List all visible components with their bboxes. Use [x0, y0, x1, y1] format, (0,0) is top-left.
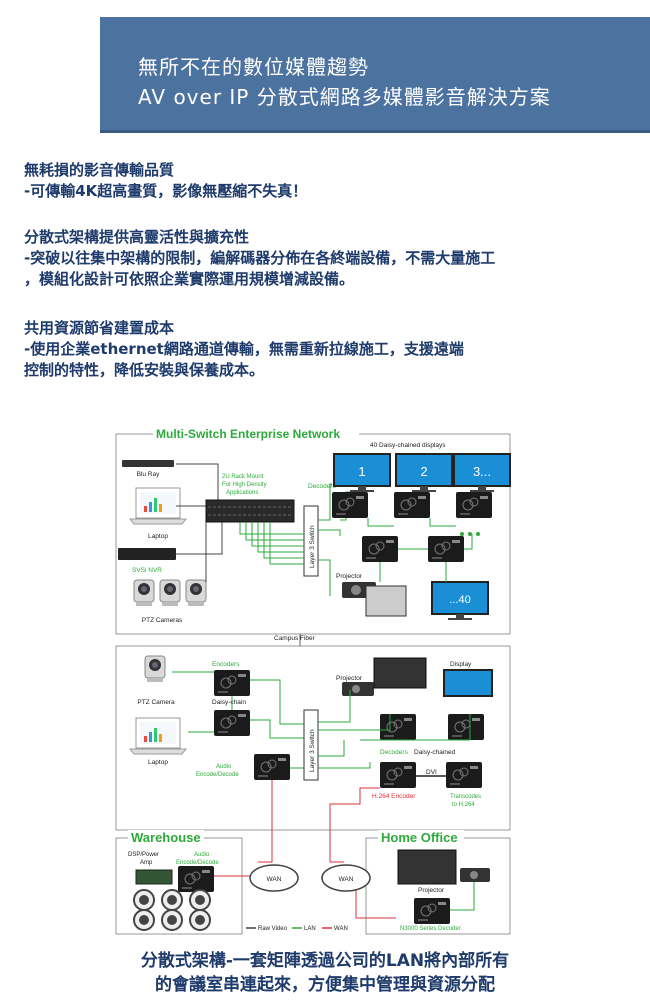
transcoder-unit: [445, 761, 483, 789]
speaker-icon: [133, 909, 155, 931]
wan-label: WAN: [267, 876, 282, 883]
ptz-camera-icon: [185, 579, 207, 607]
h264-encoder-label: H.264 Encoder: [372, 793, 416, 800]
legend-lan: LAN: [304, 926, 316, 932]
display-40-label: ...40: [449, 594, 470, 606]
dsp-amp-label: Amp: [140, 860, 153, 866]
warehouse-title: Warehouse: [131, 830, 201, 845]
projector-label-top: Projector: [336, 573, 363, 580]
n3000-label: N3000 Series Decoder: [400, 926, 461, 932]
section-title: 無耗損的影音傳輸品質: [24, 161, 175, 179]
wan-label: WAN: [339, 876, 354, 883]
audio-label: Audio: [216, 764, 232, 770]
decoder-unit: [379, 713, 417, 741]
ptz-camera-icon: [144, 655, 166, 683]
decoder-unit: [331, 491, 369, 519]
audio-encoder-unit: [253, 753, 291, 781]
laptop-label: Laptop: [148, 533, 168, 540]
dsp-amp-label: DSP/Power: [128, 852, 159, 858]
transcodes-label: to H.264: [452, 802, 475, 808]
header-title: 無所不在的數位媒體趨勢: [138, 55, 369, 79]
display-number: 3...: [473, 464, 491, 479]
decoder-unit: [427, 535, 465, 563]
decoders-label: Decoders: [308, 483, 337, 490]
blu-ray-label: Blu Ray: [137, 471, 161, 478]
dsp-amp: [135, 869, 173, 885]
campus-fiber-label: Campus Fiber: [274, 635, 316, 642]
dvi-label: DVI: [426, 769, 437, 776]
section-quality: 無耗損的影音傳輸品質 -可傳輸4K超高畫質，影像無壓縮不失真！: [24, 160, 307, 202]
section-title: 分散式架構提供高靈活性與擴充性: [24, 228, 250, 246]
projector-screen: [365, 585, 407, 617]
rack-mount-label: For High Density: [222, 482, 267, 488]
decoder-unit: [361, 535, 399, 563]
speaker-icon: [161, 889, 183, 911]
section-line: 控制的特性，降低安裝與保養成本。: [24, 361, 265, 379]
projector-label-campus: Projector: [336, 675, 363, 682]
layer3-switch-label: Layer 3 Switch: [309, 729, 316, 772]
rack-mount-label: Applications: [226, 490, 258, 496]
decoder-unit: [393, 491, 431, 519]
display-campus: [443, 669, 493, 697]
h264-encoder-unit: [379, 761, 417, 789]
ptz-cameras-label: PTZ Cameras: [142, 617, 183, 624]
ptz-camera-icon: [133, 579, 155, 607]
rack-mount-label: 2U Rack Mount: [222, 474, 264, 480]
warehouse-audio-label: Encode/Decode: [176, 860, 219, 866]
enterprise-title: Multi-Switch Enterprise Network: [156, 427, 340, 441]
display-number: 2: [420, 464, 427, 479]
speaker-icon: [133, 889, 155, 911]
home-office-screen: [397, 849, 457, 885]
laptop-icon: [129, 717, 187, 755]
daisy-chain-label: Daisy-chain: [212, 699, 246, 706]
laptop-label: Laptop: [148, 759, 168, 766]
encoder-unit: [213, 709, 251, 737]
speaker-icon: [161, 909, 183, 931]
encoders-label: Encoders: [212, 661, 240, 668]
caption-line1: 分散式架構-一套矩陣透過公司的LAN將內部所有: [140, 951, 510, 971]
caption-line2: 的會議室串連起來，方便集中管理與資源分配: [155, 975, 495, 995]
speaker-icon: [189, 889, 211, 911]
n3000-decoder-unit: [413, 897, 451, 925]
blu-ray-player: [122, 460, 174, 467]
ptz-camera-icon: [159, 579, 181, 607]
header-subtitle: AV over IP 分散式網路多媒體影音解決方案: [138, 85, 551, 109]
encoder-unit: [213, 669, 251, 697]
warehouse-audio-unit: [177, 865, 215, 893]
header-banner: 無所不在的數位媒體趨勢 AV over IP 分散式網路多媒體影音解決方案: [100, 17, 650, 133]
ptz-camera-label: PTZ Camera: [137, 699, 175, 706]
legend-raw: Raw Video: [258, 926, 288, 932]
decoder-unit: [447, 713, 485, 741]
speaker-icon: [189, 909, 211, 931]
rack-mount-chassis: [205, 499, 295, 523]
legend-wan: WAN: [334, 926, 348, 932]
layer3-switch-bottom: [303, 709, 319, 781]
warehouse-audio-label: Audio: [194, 852, 210, 858]
display-label: Display: [450, 661, 472, 668]
layer3-switch-top: [303, 505, 319, 577]
section-line: -突破以往集中架構的限制，編解碼器分佈在各終端設備，不需大量施工: [24, 249, 496, 267]
projector-screen-campus: [373, 657, 427, 689]
home-office-title: Home Office: [381, 830, 458, 845]
section-line: -可傳輸4K超高畫質，影像無壓縮不失真！: [24, 182, 308, 200]
layer3-switch-label: Layer 3 Switch: [309, 525, 316, 568]
transcodes-label: Transcodes: [450, 794, 481, 800]
svsi-nvr: [118, 548, 176, 560]
decoders-daisy-label: Decoders: [380, 749, 409, 756]
section-line: -使用企業ethernet網路通道傳輸，無需重新拉線施工，支援遠端: [24, 340, 464, 358]
projector-label-home: Projector: [418, 887, 445, 894]
section-line: ，模組化設計可依照企業實際運用規模增減設備。: [24, 270, 355, 288]
display-number: 1: [358, 464, 365, 479]
campus-box: [115, 645, 511, 831]
decoder-unit: [455, 491, 493, 519]
svsi-nvr-label: SVSi NVR: [132, 567, 162, 574]
audio-label: Encode/Decode: [196, 772, 239, 778]
section-cost: 共用資源節省建置成本 -使用企業ethernet網路通道傳輸，無需重新拉線施工，…: [24, 318, 464, 381]
daisy-title: 40 Daisy-chained displays: [370, 442, 446, 449]
network-diagram: Multi-Switch Enterprise Network 40 Daisy…: [115, 426, 511, 935]
section-title: 共用資源節省建置成本: [24, 319, 175, 337]
daisy-chained-label: Daisy-chained: [414, 749, 456, 756]
section-flexibility: 分散式架構提供高靈活性與擴充性 -突破以往集中架構的限制，編解碼器分佈在各終端設…: [24, 227, 495, 290]
